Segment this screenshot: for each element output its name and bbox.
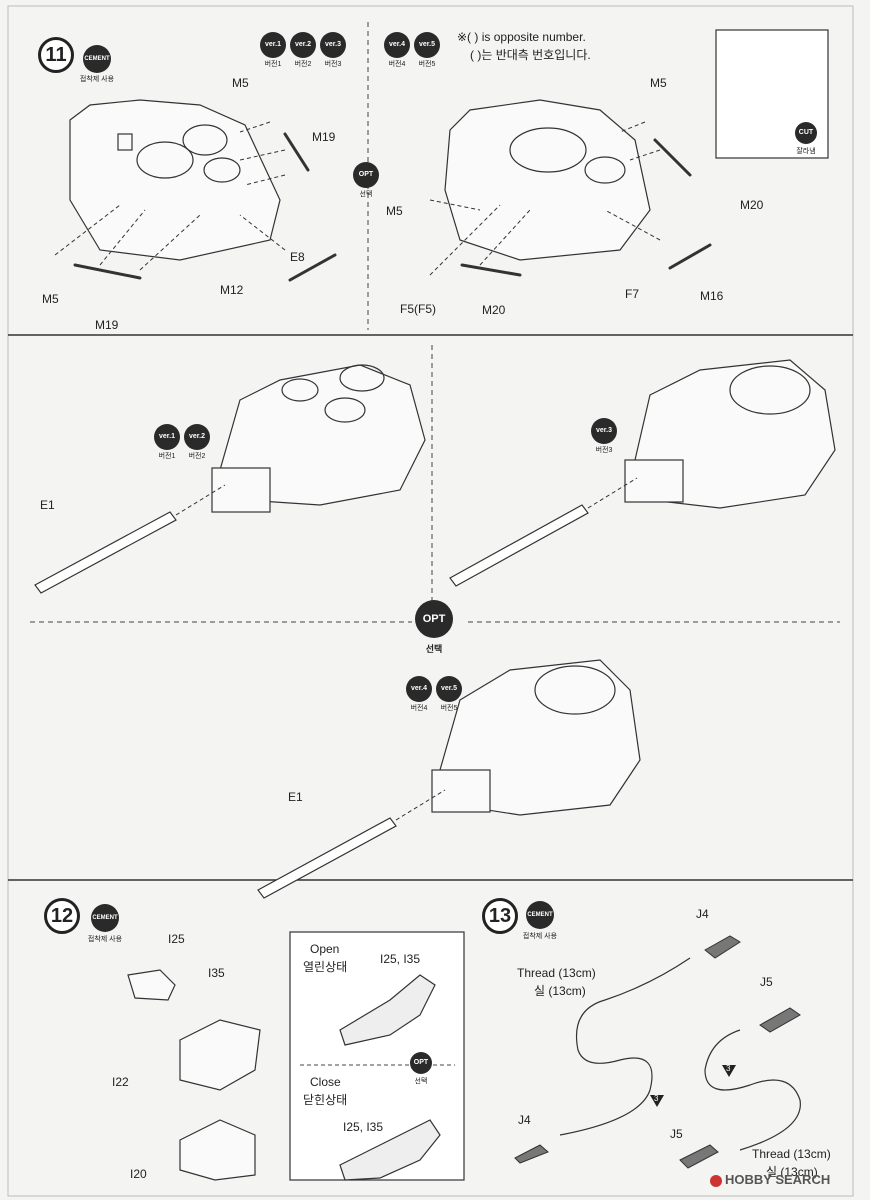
part-label: I25, I35	[343, 1120, 384, 1134]
part-label: I25	[168, 932, 185, 946]
part-label: M20	[740, 198, 764, 212]
version-caption: 버전5	[440, 705, 458, 712]
part-label: E1	[288, 790, 303, 804]
part-label: I35	[208, 966, 225, 980]
part-label: M5	[386, 204, 403, 218]
part-label: M5	[650, 76, 667, 90]
part-label: M19	[95, 318, 119, 332]
step-marker: 3	[726, 1064, 731, 1073]
thread-label-en: Thread (13cm)	[752, 1147, 831, 1161]
version-caption: 버전1	[158, 453, 176, 460]
part-label: J5	[670, 1127, 683, 1141]
thread-label-ko: 실 (13cm)	[766, 1165, 818, 1179]
part-label: F5(F5)	[400, 302, 436, 316]
cut-caption: 잘라냄	[796, 148, 816, 155]
page-border	[7, 5, 854, 1197]
open-label-ko: 열린상태	[303, 960, 348, 974]
step-13-number: 13	[482, 898, 518, 934]
cement-icon: CEMENT	[83, 45, 111, 73]
turret-barrel-ver45	[431, 659, 641, 816]
version-badge-ver5: ver.5	[436, 676, 462, 702]
part-label: I20	[130, 1167, 147, 1181]
close-label-en: Close	[310, 1075, 341, 1089]
part-label: M20	[482, 303, 506, 317]
version-badge-ver2: ver.2	[290, 32, 316, 58]
part-label: M19	[312, 130, 336, 144]
opt-caption: 선택	[425, 644, 443, 654]
open-label-en: Open	[310, 942, 340, 956]
step-11-number: 11	[38, 37, 74, 73]
cement-caption: 접착제 사용	[87, 936, 123, 943]
version-badge-ver4: ver.4	[406, 676, 432, 702]
opt-caption: 선택	[414, 1078, 428, 1085]
part-label: M5	[232, 76, 249, 90]
version-badge-ver2: ver.2	[184, 424, 210, 450]
part-label: J4	[518, 1113, 531, 1127]
turret-drawing-right	[444, 99, 651, 261]
opt-icon: OPT	[415, 600, 453, 638]
part-label: M12	[220, 283, 244, 297]
opposite-number-note-en: ※( ) is opposite number.	[457, 30, 586, 44]
turret-barrel-ver12	[211, 364, 426, 513]
version-caption: 버전2	[294, 61, 312, 68]
watermark-text: HOBBY SEARCH	[725, 1172, 831, 1187]
version-badge-ver5: ver.5	[414, 32, 440, 58]
version-caption: 버전3	[324, 61, 342, 68]
cut-icon: CUT	[795, 122, 817, 144]
watermark: HOBBY SEARCH	[710, 1172, 830, 1187]
hobbysearch-logo-icon	[710, 1174, 722, 1187]
part-label: F7	[625, 287, 640, 301]
turret-barrel-ver3	[624, 359, 836, 509]
part-label: J5	[760, 975, 773, 989]
version-caption: 버전4	[388, 61, 406, 68]
opt-icon: OPT	[353, 162, 379, 188]
version-caption: 버전5	[418, 61, 436, 68]
cement-icon: CEMENT	[91, 904, 119, 932]
part-label: M5	[42, 292, 59, 306]
thread-label-en: Thread (13cm)	[517, 966, 596, 980]
part-label: E8	[290, 250, 305, 264]
version-caption: 버전1	[264, 61, 282, 68]
version-caption: 버전4	[410, 705, 428, 712]
part-label: E1	[40, 498, 55, 512]
part-label: M16	[700, 289, 724, 303]
cement-icon: CEMENT	[526, 901, 554, 929]
version-badge-ver3: ver.3	[591, 418, 617, 444]
part-label: J4	[696, 907, 709, 921]
version-badge-ver1: ver.1	[154, 424, 180, 450]
part-label: I22	[112, 1075, 129, 1089]
version-caption: 버전2	[188, 453, 206, 460]
version-badge-ver1: ver.1	[260, 32, 286, 58]
close-label-ko: 닫힌상태	[303, 1093, 348, 1107]
part-label: I25, I35	[380, 952, 421, 966]
version-badge-ver3: ver.3	[320, 32, 346, 58]
step-12-number: 12	[44, 898, 80, 934]
opposite-number-note-ko: ( )는 반대측 번호입니다.	[470, 48, 591, 62]
cement-caption: 접착제 사용	[79, 76, 115, 83]
turret-drawing-left	[69, 99, 281, 261]
opt-caption: 선택	[359, 191, 373, 198]
step-marker: 3	[654, 1094, 659, 1103]
version-badge-ver4: ver.4	[384, 32, 410, 58]
cement-caption: 접착제 사용	[522, 933, 558, 940]
version-caption: 버전3	[595, 447, 613, 454]
opt-icon: OPT	[410, 1052, 432, 1074]
thread-label-ko: 실 (13cm)	[534, 984, 586, 998]
